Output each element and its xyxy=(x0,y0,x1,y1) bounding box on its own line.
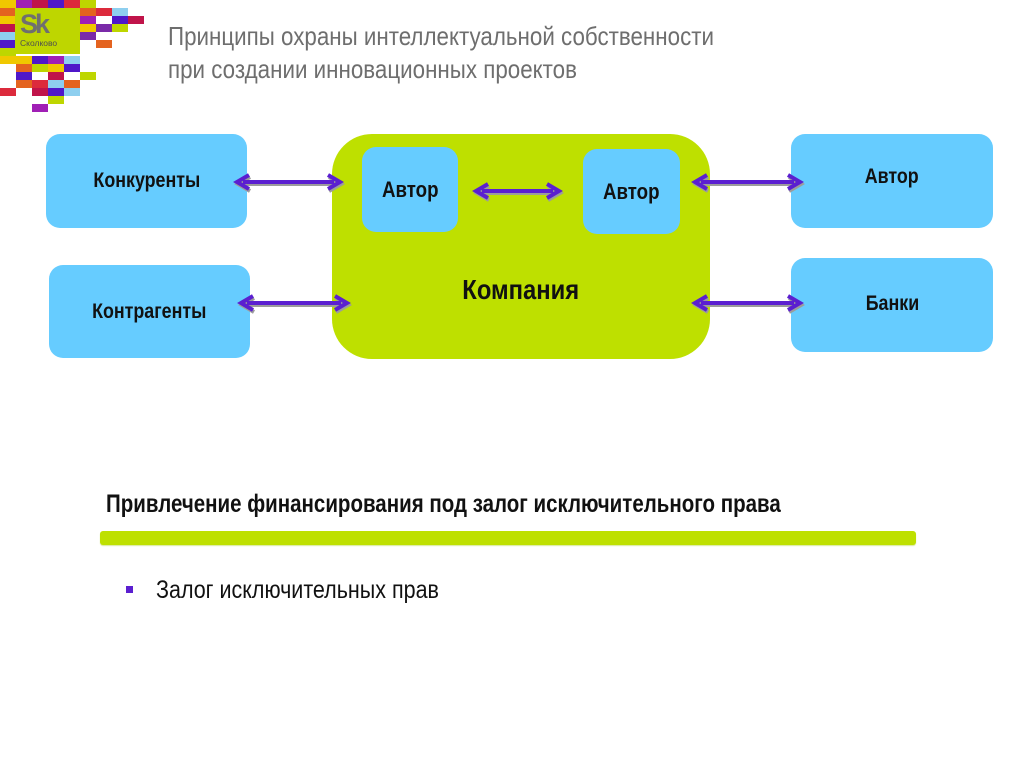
bullet-marker-icon xyxy=(126,586,133,593)
logo-mosaic-cell xyxy=(0,8,16,16)
logo-mosaic-cell xyxy=(48,0,64,8)
logo-mosaic-cell xyxy=(64,56,80,64)
logo-mosaic-cell xyxy=(16,80,32,88)
logo-mosaic-cell xyxy=(64,64,80,72)
box-counterparties: Контрагенты xyxy=(49,265,250,358)
logo-mosaic-cell xyxy=(48,96,64,104)
section-title: Привлечение финансирования под залог иск… xyxy=(106,490,781,518)
title-line-1: Принципы охраны интеллектуальной собстве… xyxy=(168,21,714,51)
logo-mosaic-cell xyxy=(48,72,64,80)
logo-mosaic-cell xyxy=(16,64,32,72)
bullet-item: Залог исключительных прав xyxy=(156,576,439,604)
logo-mosaic-cell xyxy=(96,8,112,16)
box-banks: Банки xyxy=(791,258,993,352)
box-label: Контрагенты xyxy=(92,299,207,323)
box-label: Конкуренты xyxy=(93,169,200,192)
box-inner-author-right: Автор xyxy=(583,149,680,234)
logo-mosaic-cell xyxy=(64,80,80,88)
logo-mosaic-cell xyxy=(16,72,32,80)
logo-mosaic-cell xyxy=(32,0,48,8)
box-label: Банки xyxy=(865,292,919,315)
logo-mosaic-cell xyxy=(32,80,48,88)
box-inner-author-left: Автор xyxy=(362,147,458,232)
logo-mosaic-cell xyxy=(80,0,96,8)
logo-mosaic-cell xyxy=(0,48,16,56)
logo-mosaic-cell xyxy=(80,16,96,24)
logo-mosaic-cell xyxy=(48,64,64,72)
logo-mosaic-cell xyxy=(128,16,144,24)
logo-mosaic-cell xyxy=(0,0,16,8)
logo-mosaic-cell xyxy=(0,88,16,96)
logo-mosaic-cell xyxy=(0,32,16,40)
logo-mosaic-cell xyxy=(32,104,48,112)
logo-mosaic-cell xyxy=(48,88,64,96)
logo-mosaic-cell xyxy=(48,80,64,88)
logo-green-block xyxy=(15,8,80,54)
bidirectional-arrow-icon xyxy=(691,173,805,193)
logo-mosaic-cell xyxy=(0,16,16,24)
logo-mosaic-cell xyxy=(112,8,128,16)
logo-mosaic-cell xyxy=(16,0,32,8)
box-label: Автор xyxy=(381,176,439,202)
logo-mosaic-cell xyxy=(112,16,128,24)
logo-mosaic-cell xyxy=(64,88,80,96)
logo-mosaic-cell xyxy=(64,0,80,8)
logo-mosaic-cell xyxy=(96,40,112,48)
logo-mosaic-cell xyxy=(0,24,16,32)
logo-name: Сколково xyxy=(20,38,58,48)
bidirectional-arrow-icon xyxy=(472,182,564,202)
logo-mosaic-cell xyxy=(80,8,96,16)
skolkovo-logo: Sk Сколково xyxy=(0,0,160,115)
logo-mosaic-cell xyxy=(16,56,32,64)
bidirectional-arrow-icon xyxy=(691,294,805,314)
section-divider xyxy=(100,531,916,545)
logo-mosaic-cell xyxy=(0,56,16,64)
company-label: Компания xyxy=(462,274,580,305)
logo-mosaic-cell xyxy=(48,56,64,64)
bidirectional-arrow-icon xyxy=(233,173,345,193)
title-line-2: при создании инновационных проектов xyxy=(168,54,577,84)
logo-mosaic-cell xyxy=(32,56,48,64)
box-label: Автор xyxy=(865,165,919,188)
logo-mark: Sk xyxy=(20,9,50,39)
bidirectional-arrow-icon xyxy=(237,294,352,314)
logo-mosaic-cell xyxy=(32,64,48,72)
box-author-right: Автор xyxy=(791,134,993,228)
logo-mosaic-cell xyxy=(32,88,48,96)
page-title: Принципы охраны интеллектуальной собстве… xyxy=(168,20,714,86)
logo-mosaic-cell xyxy=(80,72,96,80)
box-label: Автор xyxy=(603,178,660,204)
box-competitors: Конкуренты xyxy=(46,134,247,228)
logo-mosaic-cell xyxy=(0,40,16,48)
logo-mosaic-cell xyxy=(96,24,112,32)
logo-mosaic-cell xyxy=(80,24,96,32)
logo-mosaic-cell xyxy=(112,24,128,32)
logo-mosaic-cell xyxy=(80,32,96,40)
